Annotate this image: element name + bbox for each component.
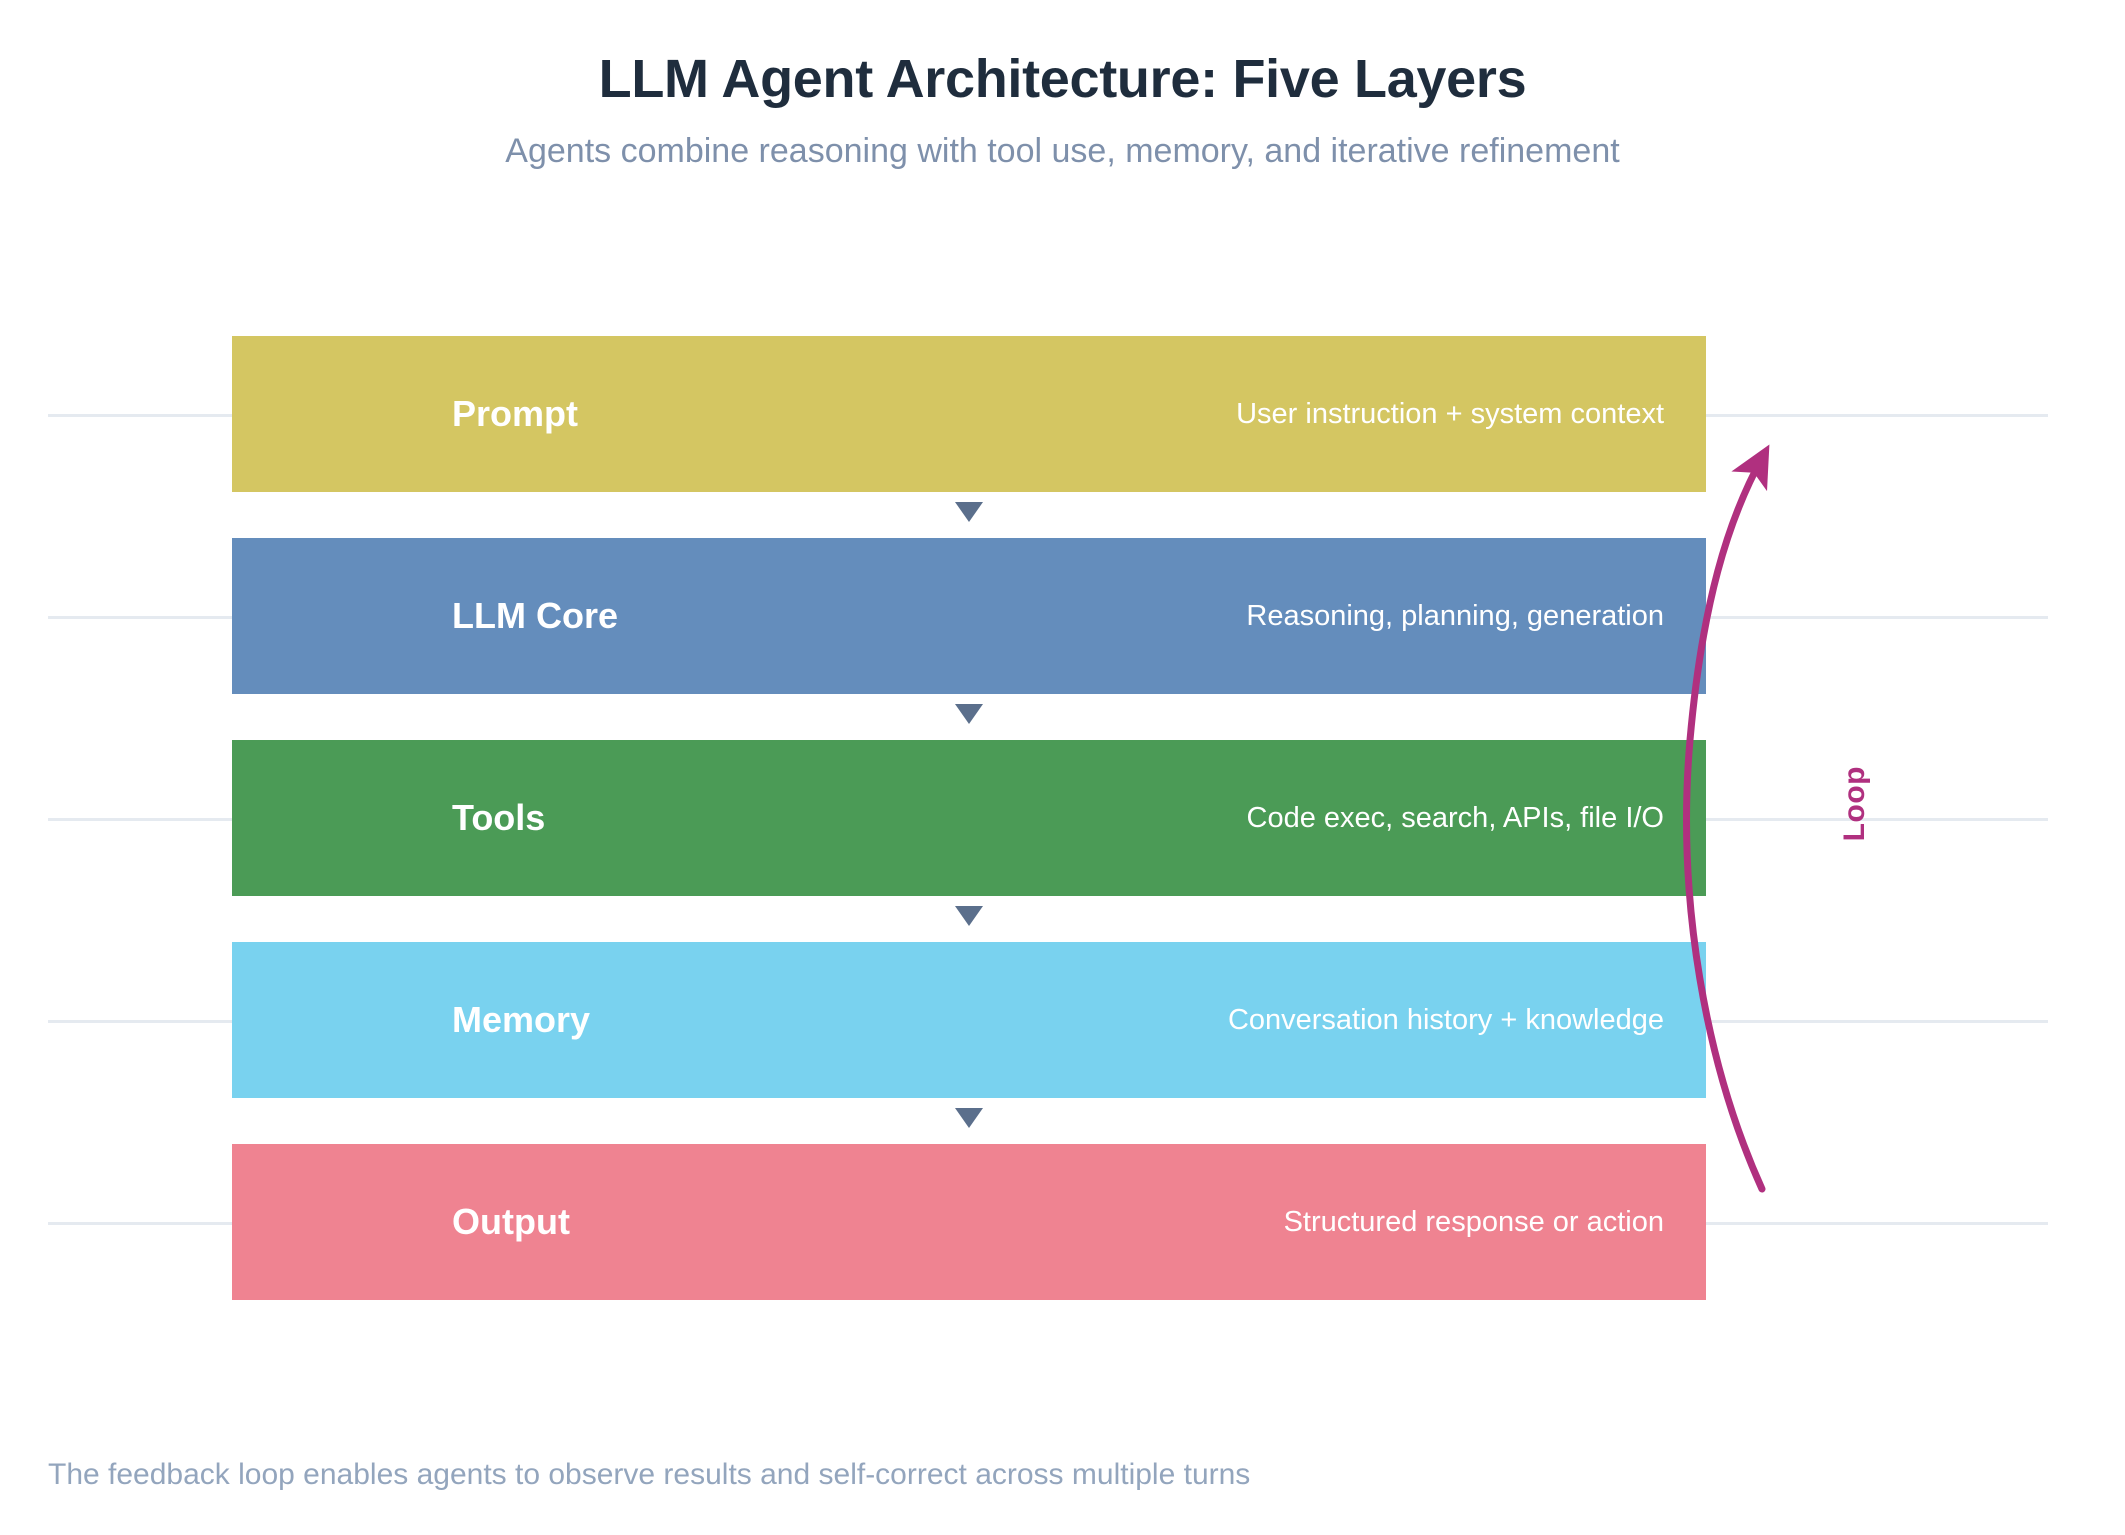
flow-arrow-down-icon [955, 502, 983, 522]
header: LLM Agent Architecture: Five Layers Agen… [0, 0, 2125, 171]
layer-bar-tools[interactable]: Tools Code exec, search, APIs, file I/O [232, 740, 1706, 896]
layer-description: User instruction + system context [1236, 397, 1664, 430]
layer-bar-llm-core[interactable]: LLM Core Reasoning, planning, generation [232, 538, 1706, 694]
layer-bar-memory[interactable]: Memory Conversation history + knowledge [232, 942, 1706, 1098]
page-subtitle: Agents combine reasoning with tool use, … [505, 132, 1620, 170]
flow-arrow-down-icon [955, 906, 983, 926]
page-title: LLM Agent Architecture: Five Layers [598, 49, 1527, 109]
layer-description: Reasoning, planning, generation [1246, 599, 1664, 632]
layer-description: Code exec, search, APIs, file I/O [1246, 801, 1664, 834]
layer-bar-output[interactable]: Output Structured response or action [232, 1144, 1706, 1300]
layer-description: Conversation history + knowledge [1227, 1003, 1664, 1036]
loop-label: Loop [1838, 766, 1871, 842]
layer-description: Structured response or action [1283, 1205, 1664, 1238]
flow-arrow-down-icon [955, 704, 983, 724]
layer-bar-prompt[interactable]: Prompt User instruction + system context [232, 336, 1706, 492]
footnote: The feedback loop enables agents to obse… [48, 1458, 1251, 1491]
layer-name: Output [452, 1201, 570, 1242]
layer-name: LLM Core [452, 595, 618, 636]
layer-name: Memory [452, 999, 591, 1040]
layer-name: Tools [452, 797, 546, 838]
layer-name: Prompt [452, 393, 578, 434]
flow-arrow-down-icon [955, 1108, 983, 1128]
